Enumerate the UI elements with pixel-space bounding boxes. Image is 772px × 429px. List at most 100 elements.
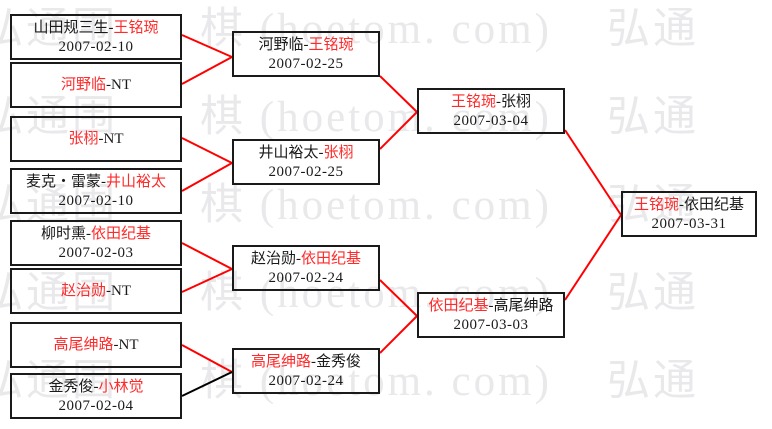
player-right: 小林觉: [98, 379, 144, 395]
bracket-connector-line: [181, 371, 233, 397]
player-separator: -: [93, 379, 99, 395]
player-right: NT: [118, 336, 139, 353]
player-separator: -: [106, 76, 111, 93]
player-separator: -: [113, 336, 119, 353]
player-right: NT: [111, 282, 131, 299]
match-players: 麦克・雷蒙-井山裕太: [26, 173, 166, 192]
bracket-connector-line: [181, 162, 233, 192]
match-players: 张栩-NT: [68, 130, 123, 149]
bracket-connector-line: [379, 75, 418, 113]
match-players: 赵治勋-依田纪基: [251, 250, 361, 269]
match-box-r1m3[interactable]: 张栩-NT: [10, 116, 182, 162]
bracket-connector-line: [379, 111, 418, 150]
player-left: 赵治勋: [60, 282, 106, 299]
player-separator: -: [488, 298, 494, 314]
match-date: 2007-02-04: [58, 398, 134, 414]
player-left: 高尾绅路: [53, 336, 114, 353]
player-left: 麦克・雷蒙: [25, 174, 101, 190]
match-players: 山田规三生-王铭琬: [33, 19, 158, 38]
bracket-connector-line: [181, 56, 233, 85]
match-date: 2007-03-31: [651, 216, 727, 232]
match-players: 井山裕太-张栩: [258, 144, 353, 163]
player-left: 王铭琬: [450, 94, 496, 110]
player-separator: -: [303, 37, 309, 53]
player-right: 高尾绅路: [493, 298, 554, 314]
match-date: 2007-03-03: [453, 317, 529, 333]
player-left: 井山裕太: [258, 145, 319, 161]
player-separator: -: [106, 282, 111, 299]
match-date: 2007-03-04: [453, 113, 529, 129]
player-right: 依田纪基: [91, 226, 152, 242]
match-date: 2007-02-24: [268, 270, 344, 286]
player-right: NT: [111, 76, 131, 93]
match-date: 2007-02-24: [268, 373, 344, 389]
match-date: 2007-02-10: [58, 39, 134, 55]
bracket-connector-line: [379, 279, 418, 317]
player-left: 张栩: [68, 130, 99, 147]
player-separator: -: [311, 354, 316, 370]
player-right: 依田纪基: [301, 251, 362, 267]
player-left: 高尾绅路: [250, 354, 311, 370]
player-separator: -: [679, 197, 684, 213]
match-date: 2007-02-25: [268, 164, 344, 180]
player-left: 赵治勋: [250, 251, 296, 267]
player-right: 王铭琬: [113, 20, 159, 36]
player-right: 井山裕太: [106, 174, 167, 190]
match-date: 2007-02-25: [268, 56, 344, 72]
player-separator: -: [101, 174, 106, 190]
player-separator: -: [296, 251, 301, 267]
bracket-connector-line: [564, 214, 622, 301]
bracket-connector-line: [181, 137, 233, 164]
bracket-connector-line: [181, 268, 233, 293]
player-right: NT: [103, 130, 124, 147]
player-separator: -: [98, 130, 104, 147]
bracket-connector-line: [181, 344, 233, 373]
match-players: 王铭琬-依田纪基: [634, 196, 744, 215]
match-players: 依田纪基-高尾绅路: [428, 297, 553, 316]
player-left: 金秀俊: [48, 379, 94, 395]
player-right: 张栩: [501, 94, 532, 110]
bracket-connector-line: [379, 315, 418, 354]
player-left: 河野临: [60, 76, 106, 93]
bracket-connector-line: [564, 129, 622, 216]
player-left: 河野临: [258, 37, 304, 53]
match-players: 柳时熏-依田纪基: [41, 225, 151, 244]
player-separator: -: [496, 94, 501, 110]
match-players: 赵治勋-NT: [61, 282, 131, 301]
player-right: 依田纪基: [684, 197, 745, 213]
player-separator: -: [318, 145, 324, 161]
player-right: 金秀俊: [316, 354, 362, 370]
bracket-connector-line: [181, 34, 233, 58]
match-date: 2007-02-03: [58, 245, 134, 261]
player-left: 王铭琬: [633, 197, 679, 213]
match-players: 高尾绅路-金秀俊: [251, 353, 361, 372]
player-left: 山田规三生: [33, 20, 109, 36]
player-separator: -: [86, 226, 91, 242]
match-players: 河野临-王铭琬: [258, 36, 353, 55]
player-separator: -: [108, 20, 114, 36]
match-players: 高尾绅路-NT: [53, 336, 138, 355]
match-box-r1m2[interactable]: 河野临-NT: [10, 62, 182, 108]
match-players: 金秀俊-小林觉: [48, 378, 143, 397]
player-left: 柳时熏: [40, 226, 86, 242]
player-left: 依田纪基: [428, 298, 489, 314]
match-box-r1m6[interactable]: 赵治勋-NT: [10, 268, 182, 314]
player-right: 王铭琬: [308, 37, 354, 53]
match-players: 王铭琬-张栩: [451, 93, 531, 112]
match-players: 河野临-NT: [61, 76, 131, 95]
match-box-r1m7[interactable]: 高尾绅路-NT: [10, 322, 182, 368]
bracket-connector-line: [181, 242, 233, 270]
